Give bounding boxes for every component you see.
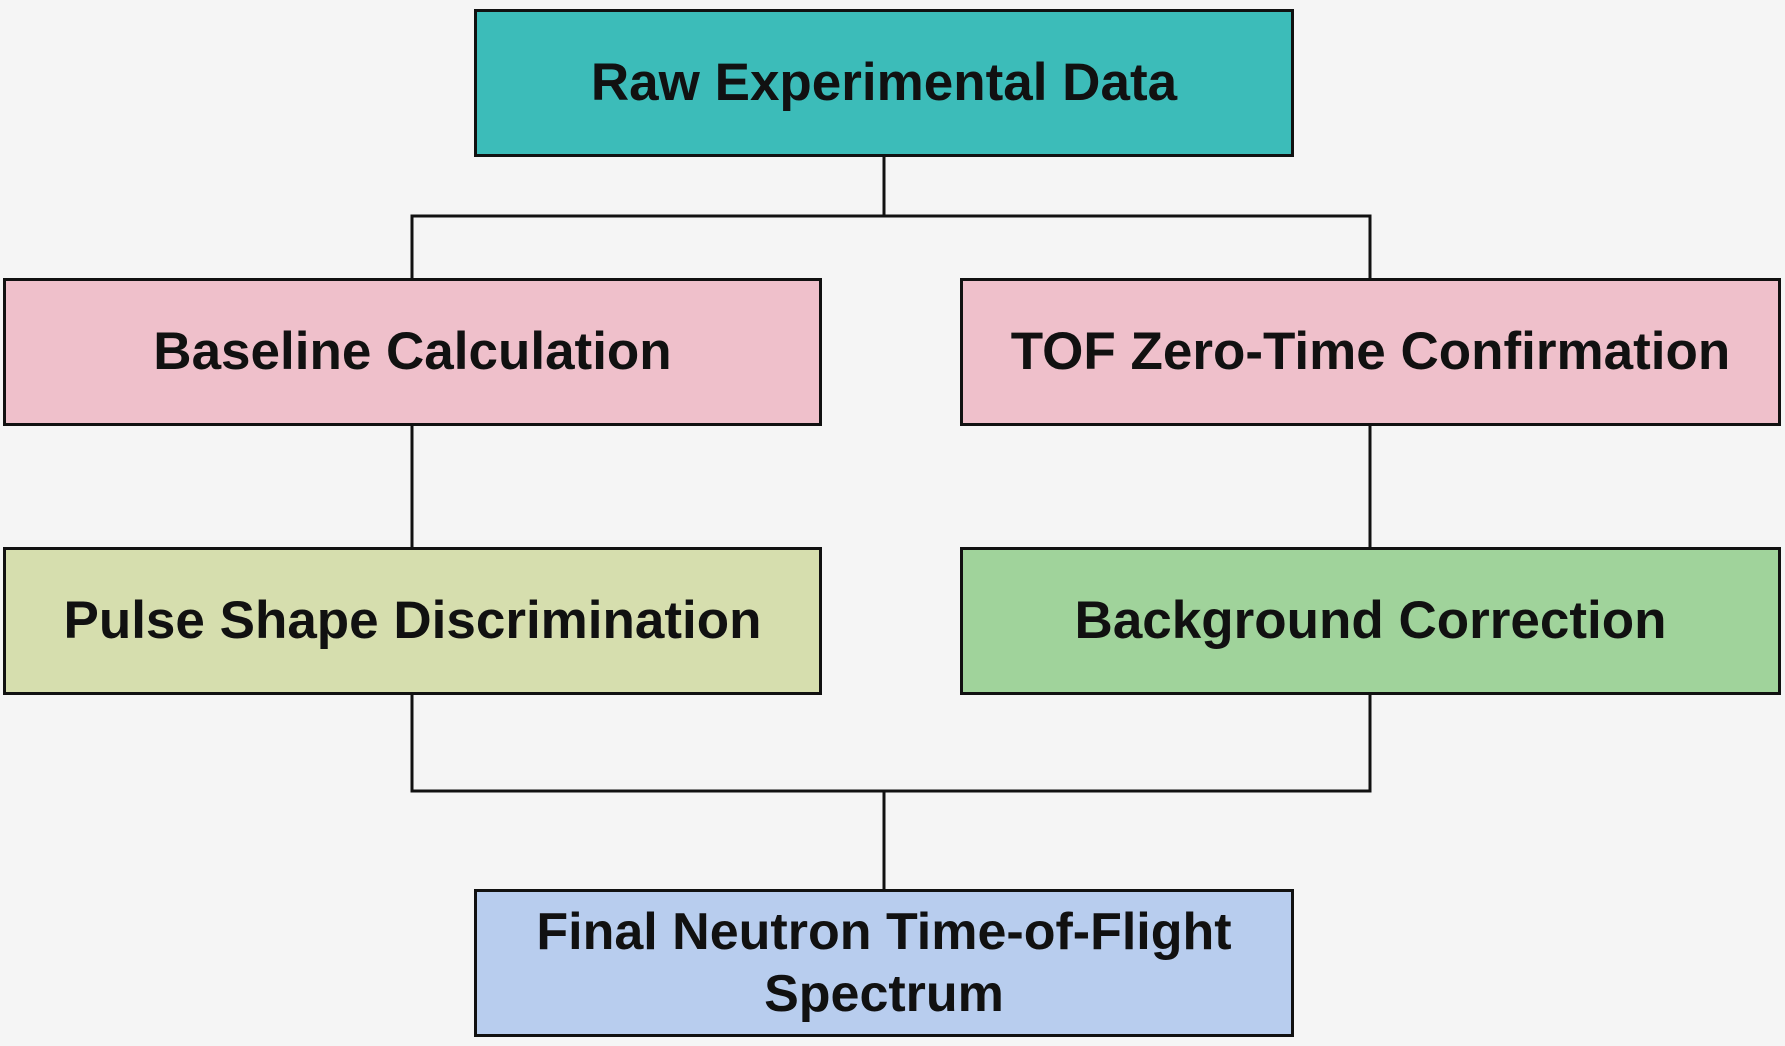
node-label: Pulse Shape Discrimination bbox=[63, 591, 762, 651]
node-baseline-calculation: Baseline Calculation bbox=[3, 278, 822, 426]
node-label: TOF Zero-Time Confirmation bbox=[1010, 322, 1731, 382]
node-label: Raw Experimental Data bbox=[590, 53, 1178, 113]
node-raw-experimental-data: Raw Experimental Data bbox=[474, 9, 1294, 157]
node-pulse-shape-discrimination: Pulse Shape Discrimination bbox=[3, 547, 822, 695]
node-label: Final Neutron Time-of-Flight Spectrum bbox=[536, 902, 1232, 1023]
node-tof-zero-time-confirmation: TOF Zero-Time Confirmation bbox=[960, 278, 1781, 426]
node-label: Baseline Calculation bbox=[153, 322, 672, 382]
node-final-neutron-tof-spectrum: Final Neutron Time-of-Flight Spectrum bbox=[474, 889, 1294, 1037]
node-label: Background Correction bbox=[1074, 591, 1667, 651]
node-background-correction: Background Correction bbox=[960, 547, 1781, 695]
